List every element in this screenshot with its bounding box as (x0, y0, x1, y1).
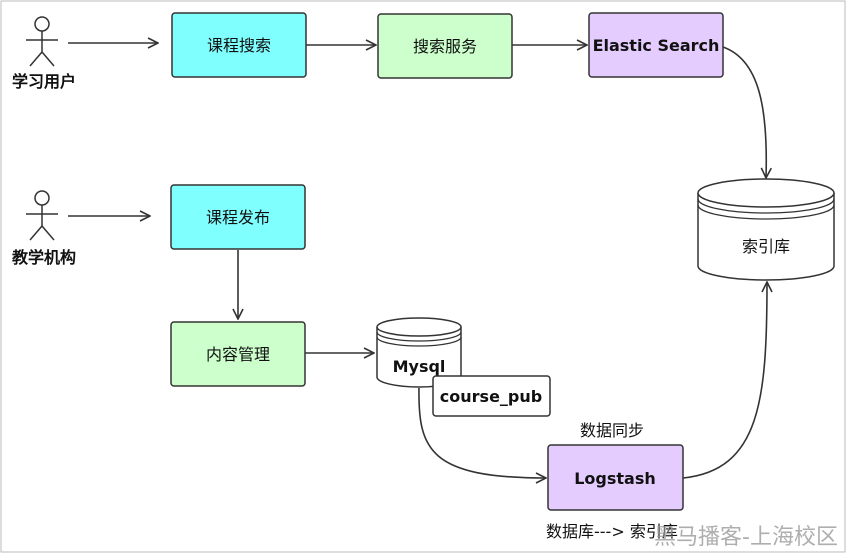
course-publish-label: 课程发布 (206, 208, 270, 227)
course-pub-label: course_pub (440, 387, 542, 406)
actor-student-label: 学习用户 (12, 72, 76, 91)
search-service-label: 搜索服务 (413, 37, 477, 56)
course-search-label: 课程搜索 (207, 36, 271, 55)
actor-student-icon (26, 16, 58, 67)
index-db-cylinder (697, 178, 835, 281)
pipeline-note: 数据库---> 索引库 (546, 522, 678, 541)
arrow-elastic-search-to-index-db (722, 46, 766, 178)
course-pub-table (432, 375, 551, 417)
arrow-mysql-to-logstash (418, 387, 546, 478)
mysql-label: Mysql (393, 357, 446, 376)
actor-institution-label: 教学机构 (12, 248, 76, 267)
watermark: 黑马播客-上海校区 (654, 525, 838, 550)
content-mgmt-node (170, 321, 306, 387)
elastic-search-label: Elastic Search (593, 36, 720, 55)
search-service-node (377, 13, 513, 79)
index-db-label: 索引库 (742, 237, 790, 256)
logstash-label: Logstash (574, 469, 656, 488)
elastic-search-node (588, 12, 724, 78)
arrow-logstash-to-index-db (682, 282, 767, 479)
content-mgmt-label: 内容管理 (206, 345, 270, 364)
actor-institution-icon (26, 190, 58, 241)
data-sync-label: 数据同步 (580, 421, 644, 440)
course-publish-node (170, 184, 306, 250)
